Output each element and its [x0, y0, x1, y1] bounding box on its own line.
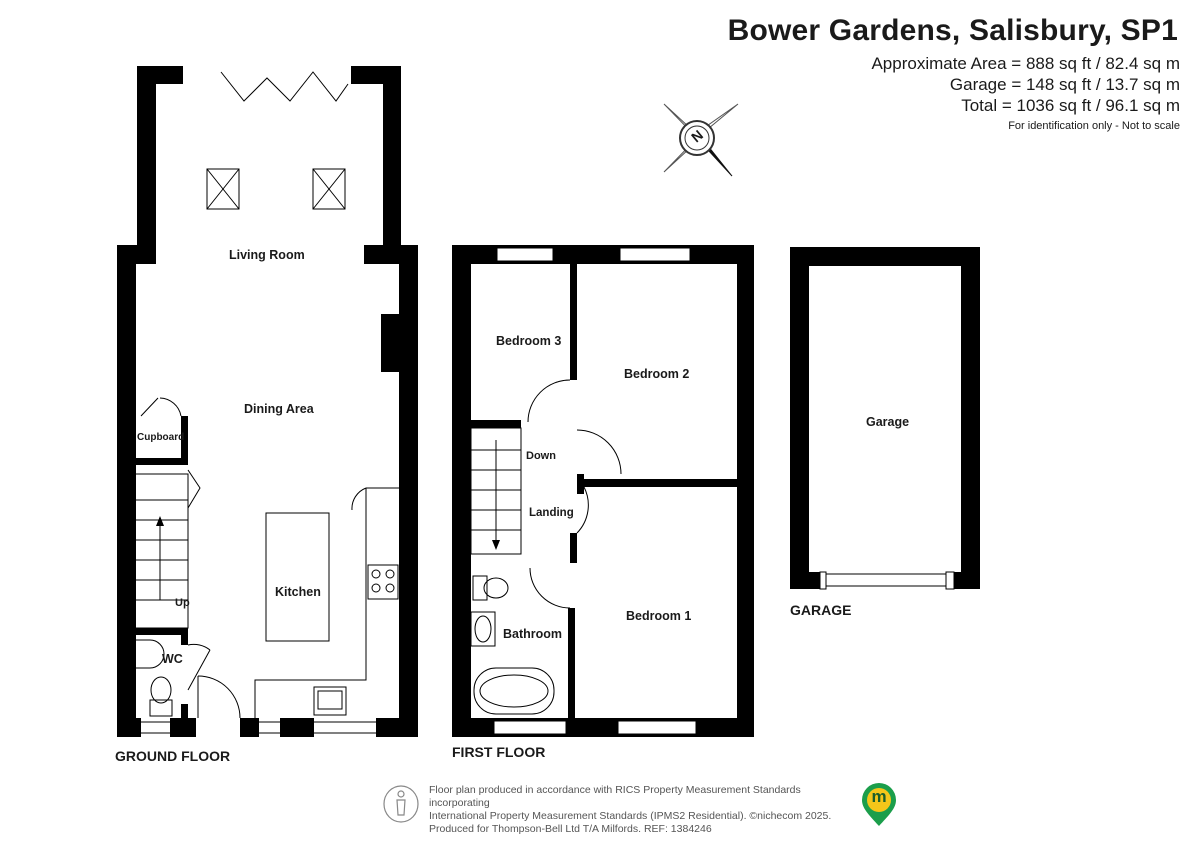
room-label-living-room: Living Room [229, 248, 305, 262]
room-label-wc: WC [162, 652, 183, 666]
garage-walls [790, 247, 980, 589]
stairs-up-arrow [156, 516, 164, 600]
total-area: Total = 1036 sq ft / 96.1 sq m [961, 96, 1180, 115]
first-floor-walls [452, 245, 754, 737]
plan-title: Bower Gardens, Salisbury, SP1 [727, 14, 1178, 47]
garage-door [819, 571, 955, 590]
footer-text: Floor plan produced in accordance with R… [429, 784, 859, 836]
first-floor-details [470, 379, 622, 715]
footer-line-1: Floor plan produced in accordance with R… [429, 784, 801, 809]
floor-label-ground: GROUND FLOOR [115, 748, 231, 764]
room-label-dining-area: Dining Area [244, 402, 314, 416]
floor-label-garage: GARAGE [790, 602, 852, 618]
company-logo-icon [862, 783, 896, 826]
compass-icon [663, 103, 739, 177]
room-label-bedroom-2: Bedroom 2 [624, 367, 690, 381]
stairs-down-arrow [492, 540, 500, 550]
logo-letter: m [871, 787, 887, 806]
floor-label-first: FIRST FLOOR [452, 744, 546, 760]
ground-floor-details [133, 71, 400, 734]
room-label-landing: Landing [529, 507, 574, 519]
stairs-up-label: Up [175, 597, 190, 609]
approx-area: Approximate Area = 888 sq ft / 82.4 sq m [871, 54, 1180, 73]
garage-area: Garage = 148 sq ft / 13.7 sq m [949, 75, 1180, 94]
room-label-bathroom: Bathroom [503, 627, 563, 641]
stairs-down-label: Down [526, 450, 556, 462]
room-label-cupboard: Cupboard [137, 432, 185, 443]
footer-line-2: International Property Measurement Stand… [429, 810, 832, 822]
footer-line-3: Produced for Thompson-Bell Ltd T/A Milfo… [429, 823, 712, 835]
ground-floor-walls [117, 66, 418, 737]
accessibility-mark-icon [383, 785, 419, 823]
room-label-bedroom-3: Bedroom 3 [496, 334, 562, 348]
scale-note: For identification only - Not to scale [1008, 120, 1180, 132]
room-label-bedroom-1: Bedroom 1 [626, 609, 692, 623]
room-label-garage: Garage [866, 415, 910, 429]
first-floor-windows [493, 247, 697, 735]
room-label-kitchen: Kitchen [275, 585, 321, 599]
